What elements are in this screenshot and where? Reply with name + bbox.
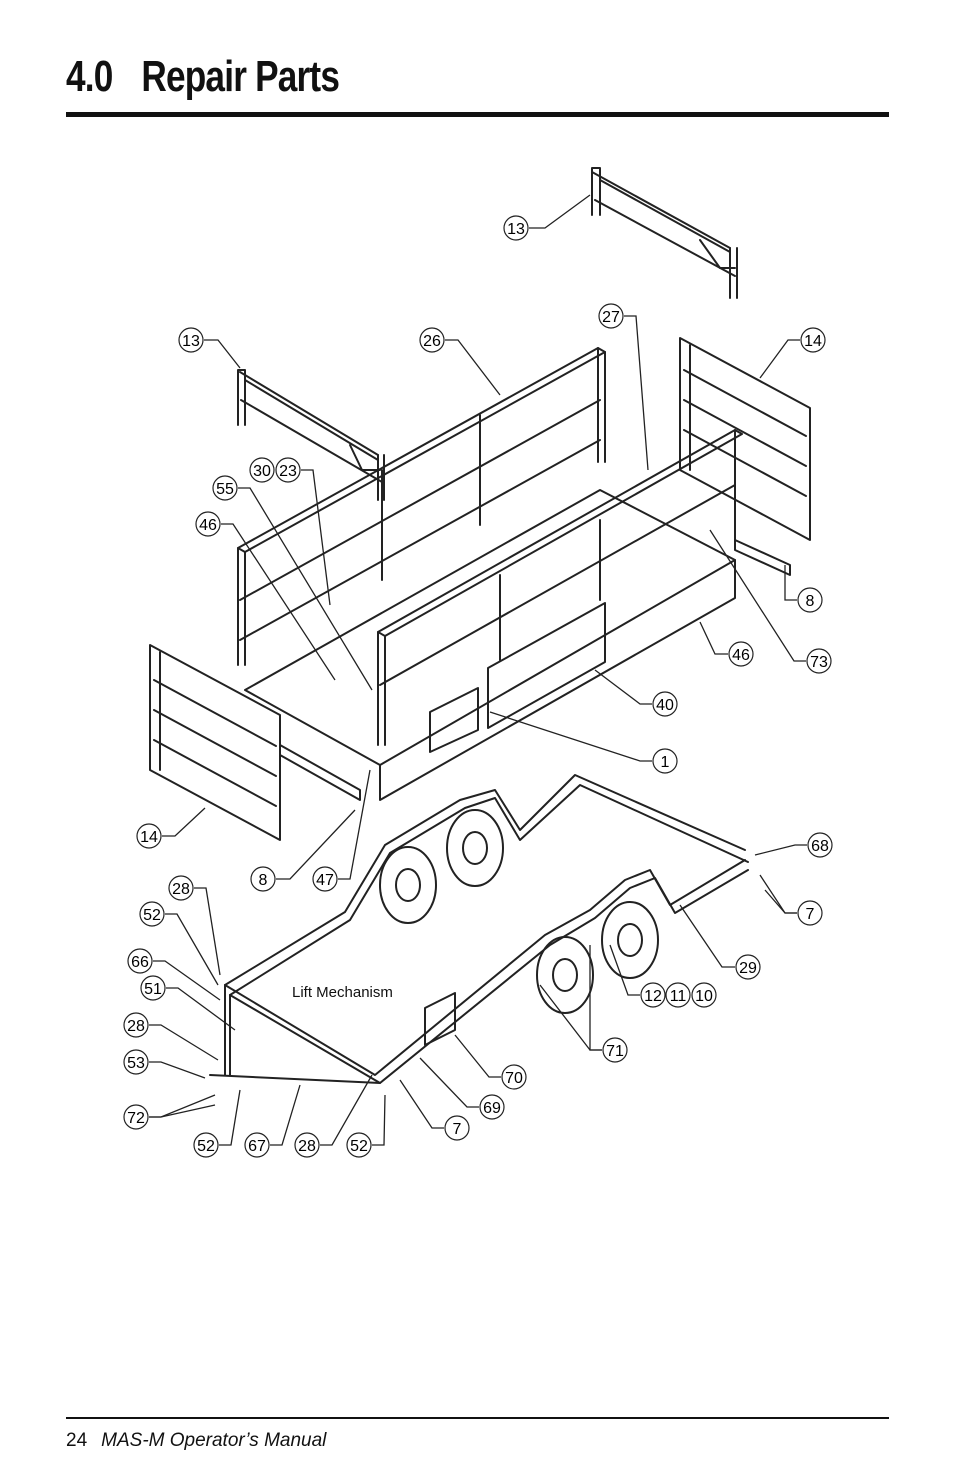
svg-text:7: 7 [806,906,815,923]
chassis-frame-drawing [209,774,749,1084]
top-rack-drawing [591,167,738,299]
svg-text:46: 46 [732,647,750,664]
svg-text:29: 29 [739,960,757,977]
callout-8: 8 [797,587,823,613]
callout-55: 55 [212,475,238,501]
callout-1: 1 [652,748,678,774]
svg-text:28: 28 [298,1138,316,1155]
callout-28: 28 [123,1012,149,1038]
ramp-left-drawing [279,744,361,801]
svg-text:72: 72 [127,1110,145,1127]
header-rule [66,112,889,117]
svg-text:67: 67 [248,1138,266,1155]
svg-text:70: 70 [505,1070,523,1087]
svg-text:46: 46 [199,517,217,534]
callout-51: 51 [140,975,166,1001]
svg-text:51: 51 [144,981,162,998]
callout-23: 23 [275,457,301,483]
svg-text:27: 27 [602,309,620,326]
svg-text:12: 12 [644,988,662,1005]
callout-28: 28 [168,875,194,901]
callout-7: 7 [444,1115,470,1141]
callout-13: 13 [503,215,529,241]
callout-30: 30 [249,457,275,483]
rear-gate-drawing [679,337,811,541]
callout-14: 14 [800,327,826,353]
svg-text:28: 28 [127,1018,145,1035]
left-rack-drawing [237,369,385,501]
callout-69: 69 [479,1094,505,1120]
svg-text:28: 28 [172,881,190,898]
callout-46: 46 [195,511,221,537]
callout-26: 26 [419,327,445,353]
callout-70: 70 [501,1064,527,1090]
document-title: MAS-M Operator’s Manual [101,1430,327,1451]
svg-text:40: 40 [656,697,674,714]
callout-14: 14 [136,823,162,849]
callout-7: 7 [797,900,823,926]
callout-40: 40 [652,691,678,717]
ramp-right-drawing [734,539,791,576]
callout-52: 52 [193,1132,219,1158]
callout-29: 29 [735,954,761,980]
control-box-drawing [424,992,456,1046]
svg-text:11: 11 [670,988,687,1005]
side-rail-drawing [237,347,606,666]
svg-text:55: 55 [216,481,234,498]
svg-text:52: 52 [350,1138,368,1155]
svg-text:69: 69 [483,1100,501,1117]
svg-text:68: 68 [811,838,829,855]
callout-47: 47 [312,866,338,892]
svg-text:52: 52 [197,1138,215,1155]
lift-mechanism-label: Lift Mechanism [292,984,393,1001]
section-title: Repair Parts [141,52,340,101]
leader-lines [149,194,807,1146]
svg-text:26: 26 [423,333,441,350]
callout-72: 72 [123,1104,149,1130]
section-number: 4.0 [66,52,113,101]
page-number: 24 [66,1430,88,1451]
callout-10: 10 [691,982,717,1008]
page-footer: 24 MAS-M Operator’s Manual [66,1430,326,1452]
svg-text:1: 1 [661,754,670,771]
front-gate-drawing [149,644,281,841]
svg-text:14: 14 [804,333,822,350]
callout-12: 12 [640,982,666,1008]
svg-text:47: 47 [316,872,334,889]
page-title: 4.0 Repair Parts [66,52,340,102]
svg-text:13: 13 [507,221,525,238]
svg-text:14: 14 [140,829,158,846]
svg-text:7: 7 [453,1121,462,1138]
callout-71: 71 [602,1037,628,1063]
svg-text:66: 66 [131,954,149,971]
callout-53: 53 [123,1049,149,1075]
callout-11: 11 [665,982,691,1008]
svg-text:8: 8 [806,593,815,610]
callout-68: 68 [807,832,833,858]
wheels-drawing [379,809,659,1014]
svg-text:23: 23 [279,463,297,480]
callout-28: 28 [294,1132,320,1158]
svg-text:30: 30 [253,463,271,480]
callout-66: 66 [127,948,153,974]
svg-text:13: 13 [182,333,200,350]
footer-rule [66,1417,889,1419]
callout-8: 8 [250,866,276,892]
callout-27: 27 [598,303,624,329]
callout-13: 13 [178,327,204,353]
deck-drawing [244,489,736,801]
callout-52: 52 [139,901,165,927]
callout-52: 52 [346,1132,372,1158]
svg-text:52: 52 [143,907,161,924]
callout-73: 73 [806,648,832,674]
svg-text:53: 53 [127,1055,145,1072]
callout-46: 46 [728,641,754,667]
svg-text:10: 10 [695,988,713,1005]
svg-text:8: 8 [259,872,268,889]
svg-text:71: 71 [606,1043,624,1060]
callout-bubbles: 13 13 26 27 14 30 23 55 46 8 46 73 40 1 … [123,215,833,1158]
callout-67: 67 [244,1132,270,1158]
svg-text:73: 73 [810,654,828,671]
